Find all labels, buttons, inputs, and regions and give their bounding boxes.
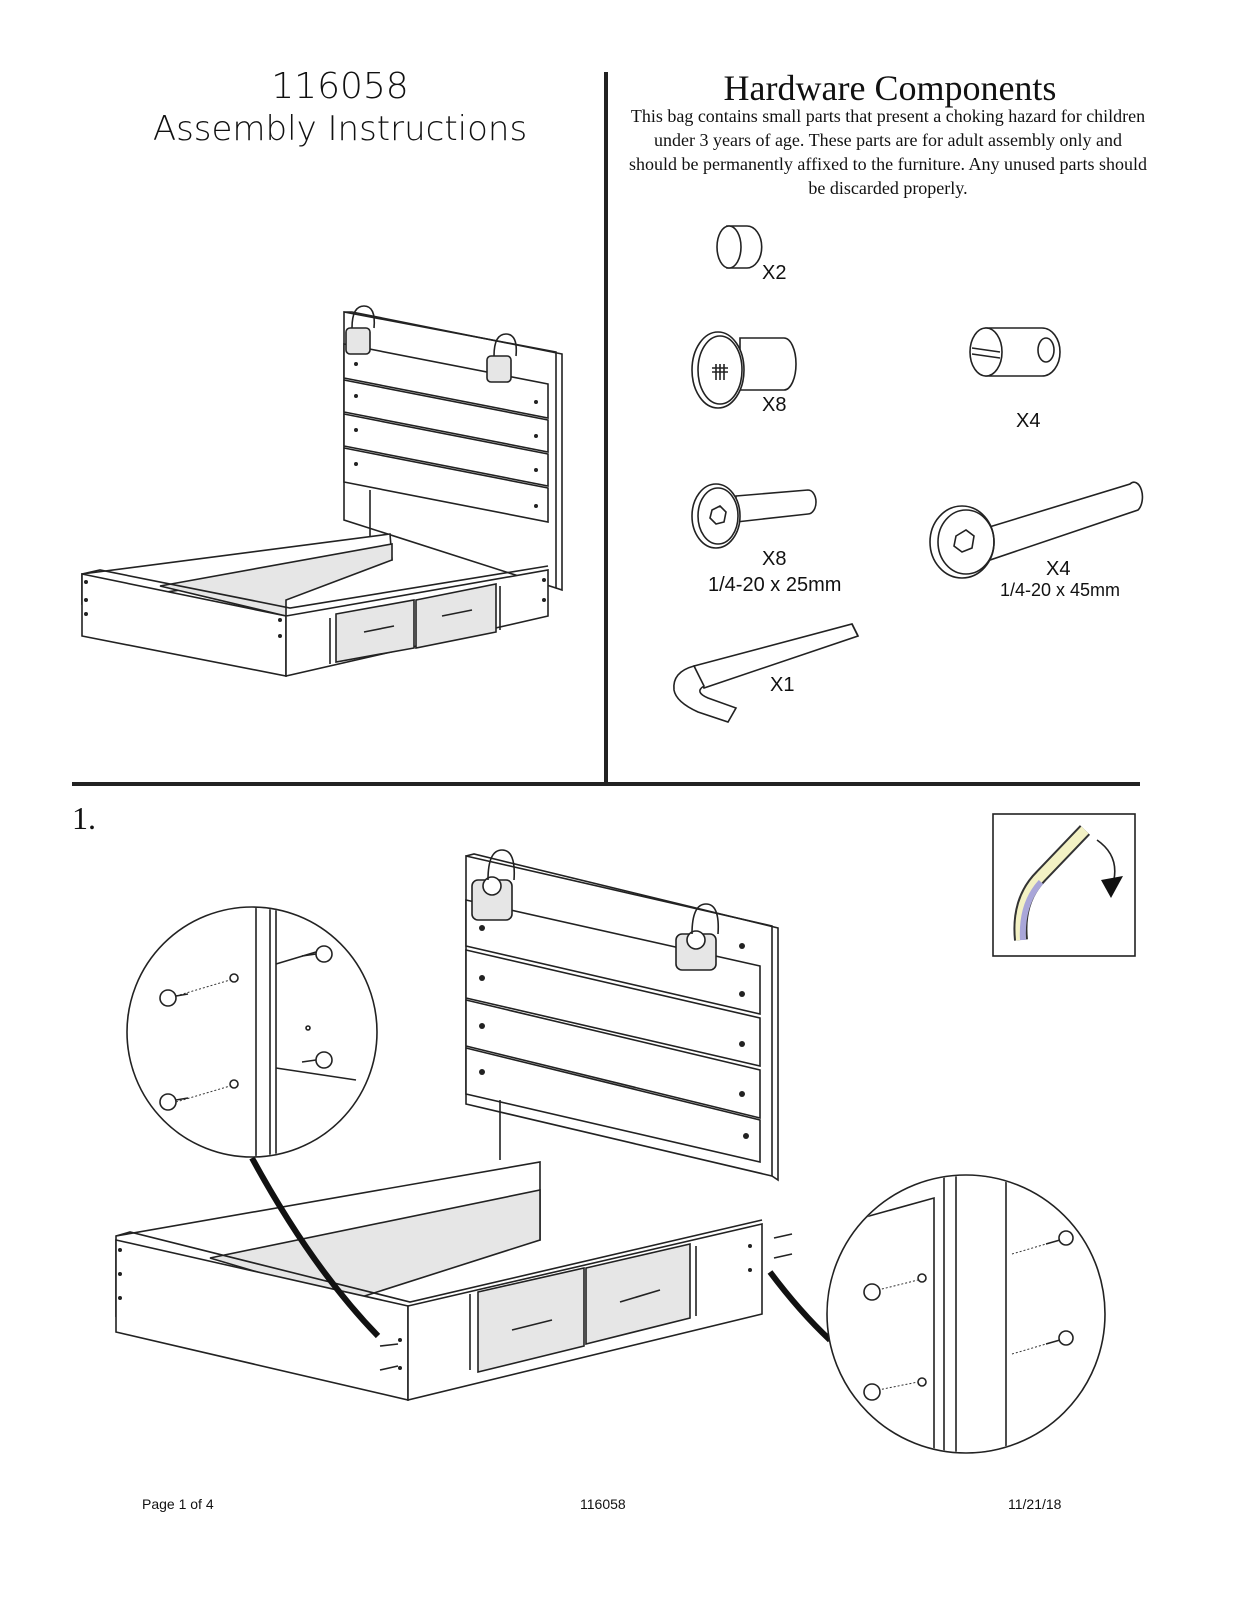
model-number: 116058 [271,66,409,107]
right-detail-callout [826,1174,1106,1454]
cap-icon [716,225,763,269]
cam-lock-icon [969,327,1061,377]
allen-key-rotate-icon [992,813,1136,957]
part-qty: X1 [770,674,795,696]
choking-hazard-warning: This bag contains small parts that prese… [628,106,1148,198]
footer-model: 116058 [580,1496,626,1512]
footer-page: Page 1 of 4 [142,1496,214,1512]
part-spec: 1/4-20 x 45mm [1000,580,1121,600]
horizontal-divider [72,782,1140,786]
bolt-45mm-icon [929,481,1144,579]
hardware-title: Hardware Components [723,68,1057,108]
footer-date: 11/21/18 [1008,1496,1062,1512]
page-title: Assembly Instructions [152,109,528,149]
title-block: 116058 Assembly Instructions [90,66,590,150]
part-qty: X8 [762,548,787,570]
part-qty: X8 [762,394,787,416]
vertical-divider [604,72,608,786]
allen-key-icon [673,623,860,723]
part-qty: X4 [1016,410,1041,432]
cam-bolt-icon [691,331,797,409]
step-number: 1. [72,800,96,836]
left-detail-callout [126,906,378,1158]
part-qty: X4 [1046,558,1071,580]
part-spec: 1/4-20 x 25mm [708,574,842,596]
part-qty: X2 [762,262,787,284]
bolt-25mm-icon [691,483,817,549]
